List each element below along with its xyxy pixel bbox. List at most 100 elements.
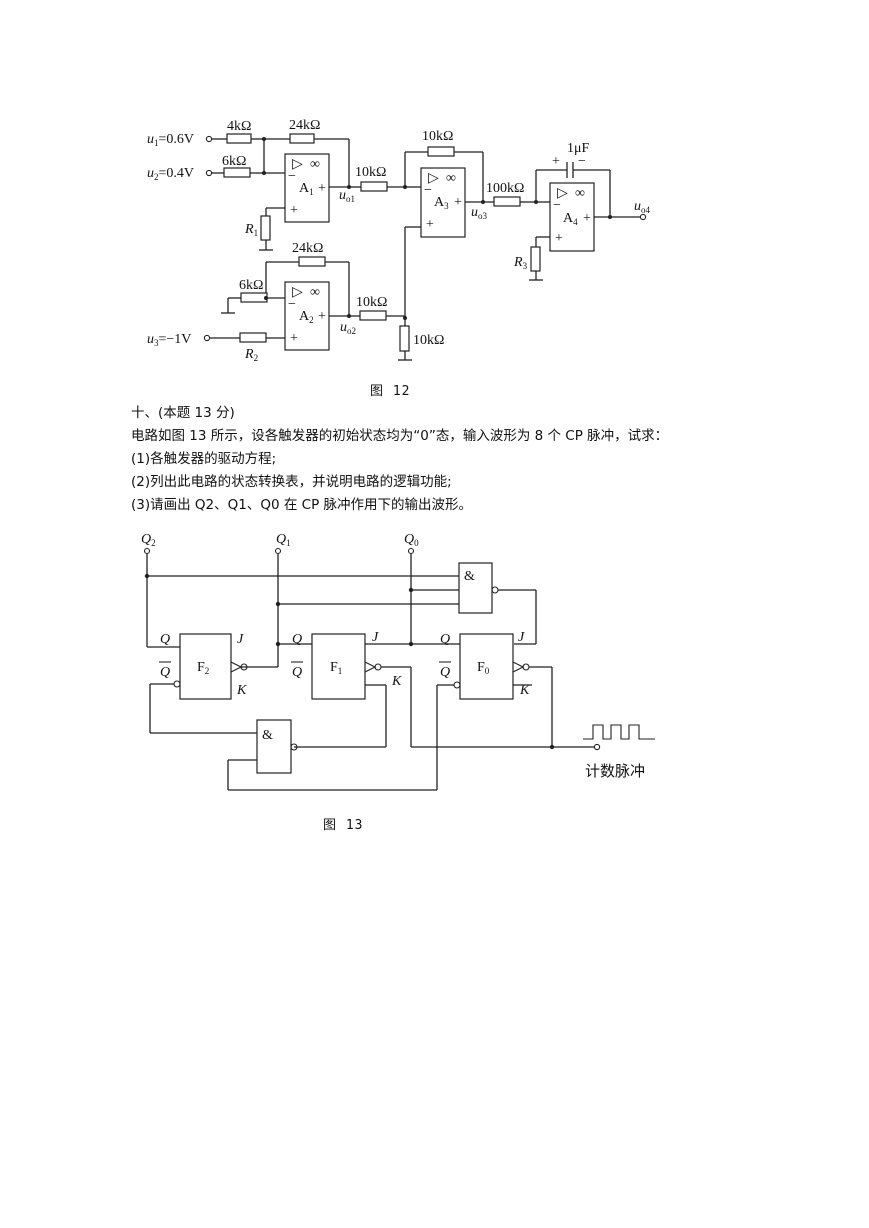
resistor-R1 (260, 215, 271, 241)
clock-label: 计数脉冲 (585, 762, 645, 780)
resistor-6k-top-label: 6kΩ (222, 154, 246, 169)
resistor-24k-bottom-label: 24kΩ (292, 241, 323, 256)
question-item-2: (2)列出此电路的状态转换表，并说明电路的逻辑功能; (131, 474, 452, 490)
svg-text:K: K (236, 683, 247, 698)
svg-text:Q: Q (292, 632, 302, 647)
A4-label: A4 (563, 211, 578, 227)
svg-text:&: & (262, 728, 273, 743)
svg-text:K: K (519, 683, 530, 698)
svg-text:+: + (290, 331, 298, 346)
flipflop-F2 (179, 633, 232, 700)
svg-text:J: J (237, 632, 244, 647)
svg-text:+: + (318, 309, 326, 324)
svg-text:▷: ▷ (292, 285, 303, 300)
resistor-10k-feedback (427, 146, 455, 157)
resistor-10k-a (360, 181, 388, 192)
svg-text:+: + (555, 231, 563, 246)
uo2-label: uo2 (340, 320, 356, 336)
Q0-top-label: Q0 (404, 532, 419, 548)
opamp-A1 (284, 153, 330, 223)
clock-waveform (583, 724, 655, 740)
svg-text:+: + (290, 203, 298, 218)
R3-label: R3 (513, 255, 528, 271)
svg-text:Q: Q (160, 665, 170, 680)
flipflop-F0 (459, 633, 514, 700)
resistor-24k-top (289, 133, 315, 144)
resistor-6k-top (223, 167, 251, 178)
Q2-top-label: Q2 (141, 532, 156, 548)
R1-label: R1 (244, 222, 258, 238)
u3-terminal (203, 334, 211, 342)
uo1-label: uo1 (339, 188, 355, 204)
svg-text:∞: ∞ (575, 186, 585, 201)
figure-12-circuit: u1=0.6V 4kΩ 24kΩ u2=0.4V 6kΩ ▷ ∞ − A1 + … (147, 118, 651, 363)
svg-text:K: K (391, 674, 402, 689)
svg-text:▷: ▷ (557, 186, 568, 201)
question-item-1: (1)各触发器的驱动方程; (131, 451, 277, 467)
question-item-3: (3)请画出 Q2、Q1、Q0 在 CP 脉冲作用下的输出波形。 (131, 497, 472, 513)
and-gate-top (458, 562, 493, 614)
resistor-10k-b-label: 10kΩ (356, 295, 387, 310)
svg-text:&: & (464, 569, 475, 584)
and-gate-bottom (256, 719, 292, 774)
question-body: 电路如图 13 所示，设各触发器的初始状态均为“0”态，输入波形为 8 个 CP… (131, 428, 669, 444)
svg-text:∞: ∞ (446, 171, 456, 186)
svg-text:−: − (288, 297, 296, 312)
u2-terminal (205, 169, 213, 177)
resistor-10k-b (359, 310, 387, 321)
resistor-R3 (530, 246, 541, 272)
resistor-10k-ground-label: 10kΩ (413, 333, 444, 348)
resistor-100k-label: 100kΩ (486, 181, 524, 196)
svg-text:∞: ∞ (310, 285, 320, 300)
resistor-10k-feedback-label: 10kΩ (422, 129, 453, 144)
svg-text:▷: ▷ (428, 171, 439, 186)
figure-12-caption: 图 12 (370, 384, 411, 399)
u1-label: u1=0.6V (147, 132, 194, 148)
svg-text:−: − (578, 154, 586, 169)
resistor-6k-bottom (240, 292, 268, 303)
resistor-10k-a-label: 10kΩ (355, 165, 386, 180)
F1-label: F1 (330, 660, 342, 676)
clock-terminal (593, 743, 601, 751)
figure-13-caption: 图 13 (323, 818, 364, 833)
resistor-24k-top-label: 24kΩ (289, 118, 320, 133)
A3-label: A3 (434, 195, 449, 211)
question-heading: 十、(本题 13 分) (131, 405, 235, 421)
svg-text:−: − (553, 198, 561, 213)
Q1-top-label: Q1 (276, 532, 291, 548)
flipflop-F1 (311, 633, 366, 700)
svg-text:−: − (288, 169, 296, 184)
svg-text:∞: ∞ (310, 157, 320, 172)
svg-text:Q: Q (292, 665, 302, 680)
u3-label: u3=−1V (147, 332, 191, 348)
svg-text:+: + (426, 217, 434, 232)
svg-text:Q: Q (440, 665, 450, 680)
F0-label: F0 (477, 660, 490, 676)
svg-text:Q: Q (440, 632, 450, 647)
R2-label: R2 (244, 347, 258, 363)
uo4-terminal (639, 213, 647, 221)
svg-text:J: J (372, 630, 379, 645)
svg-text:Q: Q (160, 632, 170, 647)
svg-text:−: − (424, 183, 432, 198)
resistor-R2 (239, 332, 267, 343)
resistor-4k (226, 133, 252, 144)
A1-label: A1 (299, 181, 314, 197)
resistor-6k-bottom-label: 6kΩ (239, 278, 263, 293)
svg-text:+: + (454, 195, 462, 210)
u2-label: u2=0.4V (147, 166, 194, 182)
capacitor-label: 1μF (567, 141, 590, 156)
resistor-4k-label: 4kΩ (227, 119, 251, 134)
svg-text:▷: ▷ (292, 157, 303, 172)
svg-text:+: + (583, 211, 591, 226)
svg-text:+: + (552, 154, 560, 169)
u1-terminal (205, 135, 213, 143)
A2-label: A2 (299, 309, 314, 325)
uo4-label: uo4 (634, 199, 651, 215)
svg-text:+: + (318, 181, 326, 196)
resistor-24k-bottom (298, 256, 326, 267)
resistor-100k (493, 196, 521, 207)
svg-text:J: J (518, 630, 525, 645)
resistor-10k-ground (399, 325, 410, 352)
F2-label: F2 (197, 660, 209, 676)
